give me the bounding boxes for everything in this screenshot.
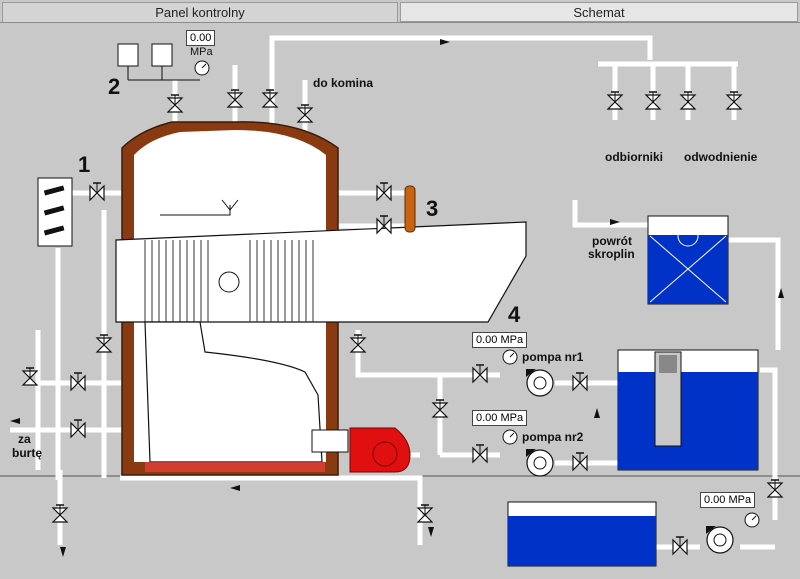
hot-well	[617, 349, 759, 471]
pump2-pressure-readout: 0.00 MPa	[472, 410, 528, 426]
tab-bar: Panel kontrolny Schemat	[0, 0, 800, 26]
cascade-tank	[647, 215, 729, 305]
tank-pump-pressure-readout: 0.00 MPa	[700, 492, 756, 508]
callout-3: 3	[426, 196, 439, 221]
tab-panel-kontrolny[interactable]: Panel kontrolny	[2, 2, 398, 22]
top-pressure-unit: MPa	[190, 46, 213, 58]
overboard-label-1: za	[18, 432, 31, 446]
pump2-label: pompa nr2	[522, 430, 584, 444]
tab-divider	[0, 22, 800, 23]
heater-coil	[404, 185, 416, 233]
top-pressure-readout: 0.00	[186, 30, 216, 46]
tab-schemat[interactable]: Schemat	[400, 2, 798, 22]
callout-2: 2	[108, 74, 121, 99]
callout-1: 1	[78, 152, 91, 177]
overboard-label-2: burtę	[12, 446, 42, 460]
reserve-tank	[507, 501, 657, 567]
chimney-label: do komina	[313, 76, 374, 90]
boiler	[115, 121, 527, 476]
consumers-label: odbiorniki	[605, 150, 663, 164]
condensate-return-label-2: skroplin	[588, 247, 635, 261]
pump1-pressure-readout: 0.00 MPa	[472, 332, 528, 348]
water-column-box	[37, 177, 73, 247]
drainage-label: odwodnienie	[684, 150, 758, 164]
callout-4: 4	[508, 302, 521, 327]
burner	[311, 427, 411, 473]
pressure-switches	[117, 43, 200, 81]
flow-arrows	[10, 39, 784, 557]
pump1-label: pompa nr1	[522, 350, 584, 364]
condensate-return-label-1: powrót	[592, 234, 632, 248]
